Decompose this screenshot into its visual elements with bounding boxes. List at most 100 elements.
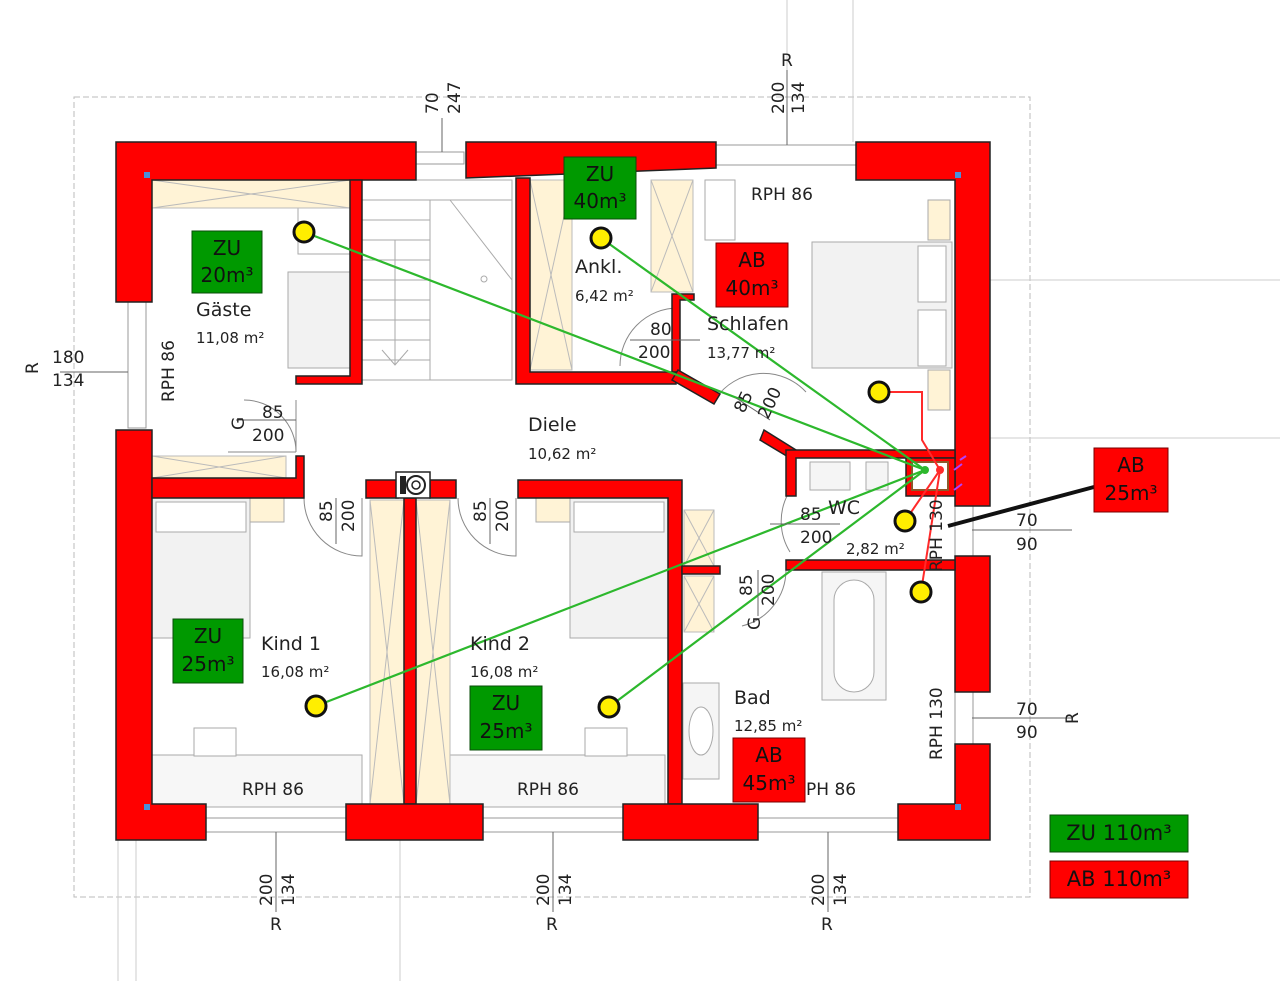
- chimney: [395, 471, 431, 499]
- dim-bottom3-r: R: [821, 915, 833, 935]
- dim-bottom1-1: 200: [257, 874, 277, 906]
- wall-gaeste-bottom: [151, 455, 305, 499]
- badge-zu-kind1: ZU 25m³: [172, 618, 244, 684]
- dim-top-right-1: 200: [769, 82, 789, 114]
- room-kind1-name: Kind 1: [261, 633, 321, 655]
- dim-door-schlafen-2: 200: [754, 384, 786, 422]
- dim-right-wc-2: 90: [1016, 535, 1038, 555]
- dim-door-kind2-2: 200: [493, 500, 513, 532]
- badge-zu-kind1-line1: ZU: [194, 624, 222, 648]
- room-wc-area: 2,82 m²: [846, 540, 905, 558]
- room-schlafen-name: Schlafen: [707, 313, 789, 335]
- wall-wc-top: [785, 449, 956, 497]
- wall-kind-divider: [403, 497, 417, 805]
- badge-zu-kind2-line2: 25m³: [480, 719, 533, 743]
- dim-bottom2-2: 134: [556, 874, 576, 906]
- legend-supply-box: [1049, 814, 1189, 853]
- dim-door-bad-1: 85: [737, 574, 757, 596]
- dim-left-1: 180: [52, 348, 84, 368]
- dim-left-r: R: [23, 362, 43, 374]
- valve-gaeste: [292, 220, 316, 244]
- dim-left-2: 134: [52, 371, 84, 391]
- window-label-kind1: RPH 86: [242, 780, 304, 800]
- valve-wc: [893, 509, 917, 533]
- badge-zu-gaeste: ZU 20m³: [191, 230, 263, 294]
- valves: [292, 220, 933, 719]
- dim-door-wc-1: 85: [800, 505, 822, 525]
- exhaust-duct-out: [947, 485, 1095, 528]
- exhaust-node: [936, 466, 944, 474]
- dim-bottom2-r: R: [546, 915, 558, 935]
- dim-right-wc-1: 70: [1016, 511, 1038, 531]
- dim-bottom1-2: 134: [279, 874, 299, 906]
- badge-zu-ankl-line1: ZU: [586, 162, 614, 186]
- badge-ab-bad-line2: 45m³: [743, 771, 796, 795]
- dim-bottom1-r: R: [270, 915, 282, 935]
- wall-chimney-l: [365, 479, 399, 499]
- wall-ankl-right: [671, 293, 695, 373]
- dim-door-ankl-1: 80: [650, 320, 672, 340]
- legend-exhaust-label: AB 110m³: [1067, 867, 1171, 891]
- valve-ankl: [589, 226, 613, 250]
- dim-door-gaeste-1: 85: [262, 403, 284, 423]
- legend-exhaust-box: [1049, 860, 1189, 899]
- valve-kind2: [597, 695, 621, 719]
- dim-right-bad-1: 70: [1016, 700, 1038, 720]
- dim-top-stair-1: 70: [423, 92, 443, 114]
- wc-purple-marks: [953, 455, 967, 491]
- wall-top-left: [115, 141, 417, 303]
- badge-ab-schlafen-line1: AB: [738, 248, 765, 272]
- dim-door-schlafen-1: 85: [730, 388, 757, 416]
- wall-gaeste-inner: [295, 179, 363, 385]
- wardrobes: [151, 179, 715, 805]
- room-diele-name: Diele: [528, 414, 577, 436]
- room-kind1-area: 16,08 m²: [261, 663, 329, 681]
- dim-bottom3-1: 200: [809, 874, 829, 906]
- roof-outline: [73, 96, 1031, 898]
- valve-schlafen: [867, 380, 891, 404]
- dim-door-bad-2: 200: [759, 574, 779, 606]
- badge-ab-bad: AB 45m³: [732, 737, 806, 803]
- dimension-lines: [60, 70, 1072, 912]
- badge-ab-wc: AB 25m³: [1093, 447, 1169, 513]
- supply-lines: [303, 230, 926, 708]
- wall-top-right: [855, 141, 991, 507]
- dim-top-right-r: R: [781, 51, 793, 71]
- dim-door-gaeste-2: 200: [252, 426, 284, 446]
- valve-kind1: [304, 694, 328, 718]
- window-label-schlafen: RPH 86: [751, 185, 813, 205]
- supply-node: [921, 466, 929, 474]
- dim-right-bad-r: R: [1063, 712, 1083, 724]
- badge-zu-gaeste-line2: 20m³: [201, 263, 254, 287]
- room-wc-name: WC: [828, 497, 860, 519]
- badge-ab-schlafen-line2: 40m³: [726, 276, 779, 300]
- badge-ab-wc-line2: 25m³: [1105, 481, 1158, 505]
- dim-door-bad-g: G: [745, 617, 765, 630]
- room-ankl-name: Ankl.: [575, 256, 622, 278]
- window-label-bad-right: RPH 130: [927, 687, 947, 760]
- wall-chimney-r: [429, 479, 457, 499]
- dim-door-kind1-2: 200: [339, 500, 359, 532]
- dim-bottom3-2: 134: [831, 874, 851, 906]
- windows: [127, 144, 974, 833]
- staircase: [359, 179, 513, 381]
- wall-left-lower: [115, 429, 207, 841]
- window-label-kind2: RPH 86: [517, 780, 579, 800]
- window-label-bad-bottom: PH 86: [806, 780, 856, 800]
- room-kind2-area: 16,08 m²: [470, 663, 538, 681]
- badge-zu-ankl: ZU 40m³: [563, 156, 637, 220]
- room-diele-area: 10,62 m²: [528, 445, 596, 463]
- dim-right-bad-2: 90: [1016, 723, 1038, 743]
- room-bad-name: Bad: [734, 687, 771, 709]
- wall-bad-left: [681, 565, 721, 575]
- dim-door-ankl-2: 200: [638, 343, 670, 363]
- room-bad-area: 12,85 m²: [734, 717, 802, 735]
- dim-door-gaeste-g: G: [229, 417, 249, 430]
- badge-zu-gaeste-line1: ZU: [213, 236, 241, 260]
- room-kind2-name: Kind 2: [470, 633, 530, 655]
- badge-ab-schlafen: AB 40m³: [715, 242, 789, 308]
- dim-door-kind2-1: 85: [471, 500, 491, 522]
- room-ankl-area: 6,42 m²: [575, 287, 634, 305]
- badge-ab-bad-line1: AB: [755, 743, 782, 767]
